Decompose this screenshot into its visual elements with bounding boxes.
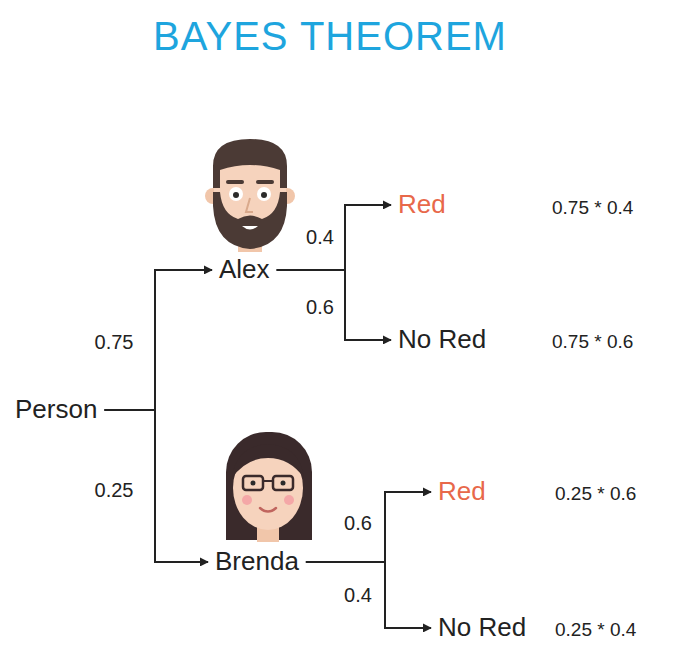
probability-label: 0.25 xyxy=(93,479,136,502)
tree-branch xyxy=(277,205,391,270)
product-label: 0.25 * 0.4 xyxy=(555,619,636,641)
alex-face xyxy=(205,139,295,252)
probability-label: 0.75 xyxy=(93,331,136,354)
node-text: Red xyxy=(398,190,446,220)
probability-label: 0.6 xyxy=(304,296,336,319)
probability-label: 0.4 xyxy=(304,226,336,249)
tree-branch xyxy=(306,562,431,628)
product-label: 0.75 * 0.6 xyxy=(552,331,633,353)
tree-branch xyxy=(306,492,431,562)
tree-node: No Red xyxy=(435,612,529,644)
tree-node: Brenda xyxy=(212,546,302,578)
node-text: Person xyxy=(15,395,97,425)
product-label: 0.75 * 0.4 xyxy=(552,197,633,219)
node-text: Brenda xyxy=(215,547,299,577)
probability-label: 0.6 xyxy=(342,512,374,535)
node-text: Alex xyxy=(219,255,270,285)
product-label: 0.25 * 0.6 xyxy=(555,483,636,505)
diagram-title: BAYES THEOREM xyxy=(0,14,660,59)
node-text: No Red xyxy=(398,325,486,355)
probability-label: 0.4 xyxy=(342,584,374,607)
tree-branch xyxy=(277,270,391,340)
node-text: No Red xyxy=(438,613,526,643)
tree-node: No Red xyxy=(395,324,489,356)
tree-node: Red xyxy=(395,189,449,221)
tree-node: Red xyxy=(435,476,489,508)
brenda-face xyxy=(226,432,312,542)
node-text: Red xyxy=(438,477,486,507)
tree-node: Alex xyxy=(216,254,273,286)
tree-node: Person xyxy=(12,394,100,426)
